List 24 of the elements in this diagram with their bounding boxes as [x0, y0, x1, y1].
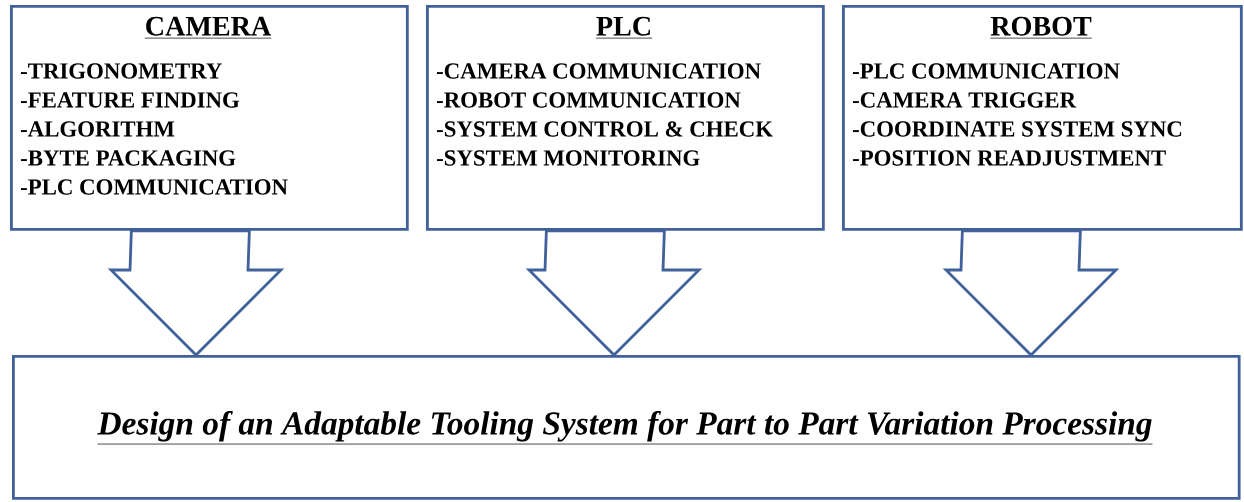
list-item: -SYSTEM CONTROL & CHECK [436, 121, 773, 137]
list-item: -ROBOT COMMUNICATION [436, 92, 741, 108]
list-item: -POSITION READJUSTMENT [852, 150, 1166, 166]
list-item: -ALGORITHM [20, 121, 175, 137]
block-arrow [107, 229, 285, 357]
process-box [12, 355, 1241, 500]
list-item: -CAMERA COMMUNICATION [436, 63, 761, 79]
list-item: -TRIGONOMETRY [20, 63, 222, 79]
process-box [10, 5, 409, 231]
process-box [426, 5, 825, 231]
list-item: -COORDINATE SYSTEM SYNC [852, 121, 1182, 137]
list-item: -PLC COMMUNICATION [852, 63, 1120, 79]
list-item: -FEATURE FINDING [20, 92, 240, 108]
heading: CAMERA [144, 16, 272, 39]
list-item: -CAMERA TRIGGER [852, 92, 1077, 108]
block-arrow [525, 229, 703, 357]
list-item: -SYSTEM MONITORING [436, 150, 700, 166]
heading: PLC [595, 16, 653, 39]
process-box [842, 5, 1243, 231]
heading: ROBOT [989, 16, 1093, 39]
list-item: -PLC COMMUNICATION [20, 179, 288, 195]
block-arrow [942, 229, 1120, 357]
title-text: Design of an Adaptable Tooling System for Part to Part Variation Processing [97, 410, 1153, 445]
list-item: -BYTE PACKAGING [20, 150, 236, 166]
